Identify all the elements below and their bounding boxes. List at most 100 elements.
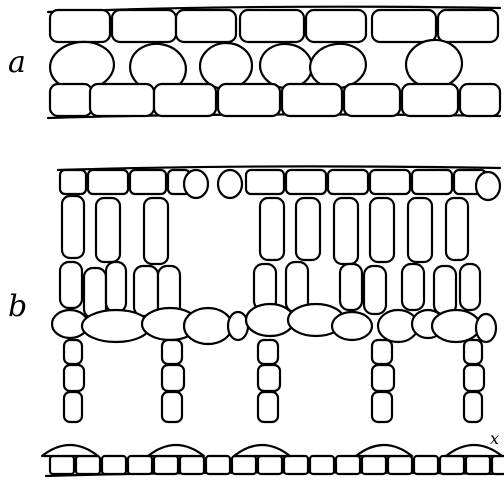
palisade-cell (296, 198, 320, 260)
panel-label-b: b (8, 289, 27, 324)
palisade-cell (134, 266, 158, 316)
panel-a-upper-epidermis (50, 10, 498, 42)
lower-epidermis-cell (466, 456, 490, 474)
spongy-cell (184, 308, 232, 344)
spongy-cell (476, 314, 496, 342)
upper-epidermis-cell (50, 10, 110, 42)
palisade-cell (60, 262, 82, 308)
panel-b-diagram (42, 166, 504, 476)
palisade-cell (62, 196, 84, 258)
lower-epidermis-cell (414, 456, 438, 474)
upper-epidermis-cell (286, 170, 326, 194)
panel-b-upper-epidermis (60, 170, 500, 200)
panel-b-lower-epidermis (42, 445, 504, 474)
edge-cell (476, 172, 500, 200)
lower-epidermis-cell (402, 84, 458, 116)
lower-epidermis-cell (440, 456, 464, 474)
lower-epidermis-cell (180, 456, 204, 474)
lower-epidermis-cell (258, 456, 282, 474)
lower-epidermis-cell (282, 84, 342, 116)
column-cell (372, 365, 394, 391)
column-cell (258, 365, 280, 391)
upper-epidermis-cell (246, 170, 284, 194)
upper-epidermis-cell (112, 10, 176, 42)
lower-epidermis-cell (310, 456, 334, 474)
palisade-cell (370, 198, 394, 262)
column-cell (64, 392, 82, 422)
lower-epidermis-cell (206, 456, 230, 474)
upper-epidermis-cell (438, 10, 498, 42)
panel-a-diagram (48, 7, 500, 118)
palisade-cell (340, 264, 362, 310)
palisade-cell (434, 266, 456, 314)
column-cell (464, 392, 482, 422)
spongy-cell (432, 310, 480, 342)
column-cell (258, 340, 278, 364)
panel-a-lower-epidermis (50, 84, 500, 116)
column-cell (464, 365, 484, 391)
spongy-cell (332, 312, 372, 340)
column-cell (258, 392, 278, 422)
panel-label-a: a (8, 45, 26, 80)
upper-epidermis-cell (328, 170, 368, 194)
base-mound-cell (356, 445, 412, 456)
palisade-cell (460, 264, 480, 310)
palisade-cell (106, 262, 126, 312)
column-cell (162, 340, 182, 364)
upper-epidermis-cell (372, 10, 436, 42)
mesophyll-cell (404, 37, 465, 91)
lower-epidermis-cell (50, 84, 92, 116)
palisade-cell (260, 198, 284, 260)
panel-b-middle-layer (52, 304, 496, 344)
base-mound-cell (148, 445, 204, 456)
lower-epidermis-cell (50, 456, 74, 474)
column-cell (372, 340, 392, 364)
upper-epidermis-cell (240, 10, 304, 42)
lower-epidermis-cell (128, 456, 152, 474)
column-cell (162, 392, 182, 422)
lower-epidermis-cell (344, 84, 400, 116)
lower-epidermis-cell (154, 456, 178, 474)
base-mound-cell (42, 445, 98, 456)
lower-epidermis-cell (218, 84, 280, 116)
spongy-cell (246, 304, 294, 336)
lower-epidermis-cell (90, 84, 154, 116)
lower-epidermis-cell (154, 84, 216, 116)
column-cell (162, 365, 184, 391)
upper-epidermis-cell (176, 10, 236, 42)
palisade-cell (402, 264, 424, 310)
lower-epidermis-cell (76, 456, 100, 474)
palisade-cell (408, 198, 432, 262)
side-label: x (490, 429, 499, 448)
panel-b-palisade-layer (60, 196, 480, 318)
lower-epidermis-cell (336, 456, 360, 474)
column-cell (372, 392, 392, 422)
guard-cell (218, 170, 242, 198)
palisade-cell (334, 198, 358, 264)
upper-epidermis-cell (370, 170, 410, 194)
lower-epidermis-cell (388, 456, 412, 474)
palisade-cell (446, 198, 468, 260)
lower-epidermis-cell (102, 456, 126, 474)
palisade-cell (96, 198, 120, 262)
upper-epidermis-cell (412, 170, 452, 194)
base-mound-cell (234, 445, 290, 456)
spongy-cell (228, 312, 248, 340)
palisade-cell (144, 198, 168, 264)
column-cell (64, 365, 84, 391)
palisade-cell (364, 266, 386, 314)
lower-epidermis-cell (284, 456, 308, 474)
lower-epidermis-cell (460, 84, 500, 116)
lower-epidermis-cell (492, 456, 504, 474)
lower-epidermis-cell (232, 456, 256, 474)
guard-cell (184, 170, 208, 198)
column-cell (64, 340, 82, 364)
panel-b-cell-columns (64, 340, 484, 422)
upper-epidermis-cell (306, 10, 366, 42)
upper-epidermis-cell (88, 170, 128, 194)
upper-epidermis-cell (130, 170, 166, 194)
spongy-cell (82, 310, 150, 342)
upper-epidermis-cell (60, 170, 86, 194)
column-cell (464, 340, 482, 364)
